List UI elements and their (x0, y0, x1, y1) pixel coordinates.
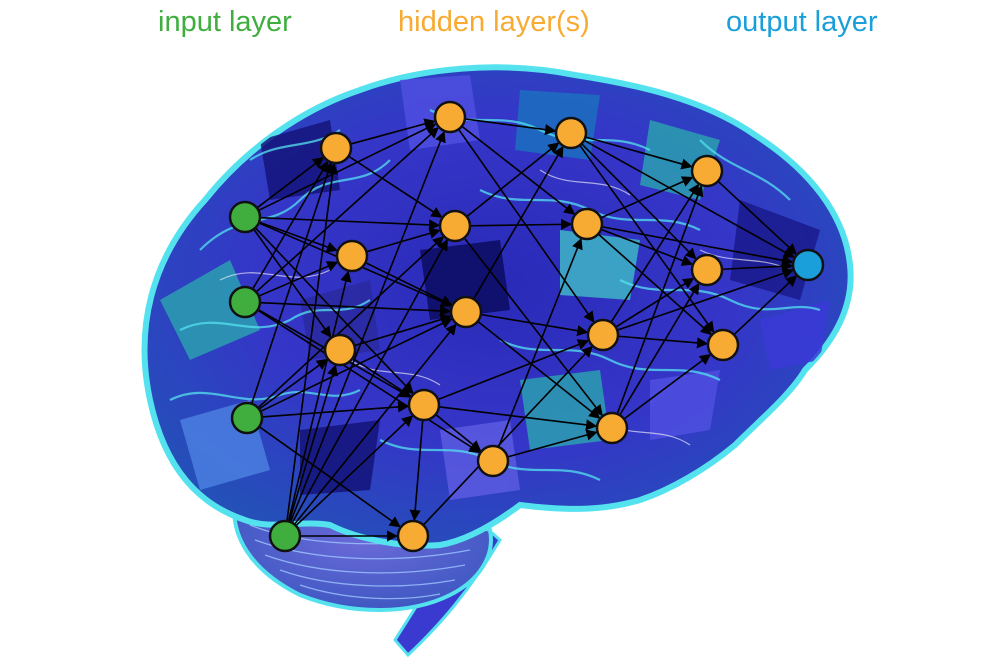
hidden-node-h10 (554, 116, 588, 150)
hidden-node-h16 (706, 328, 740, 362)
edge-i2-h5 (259, 301, 452, 317)
edge-h16-o1 (733, 275, 798, 336)
input-layer-label: input layer (158, 6, 292, 38)
edge-i4-h7 (295, 415, 414, 527)
edge-i1-h4 (259, 216, 441, 231)
edge-h1-h4 (348, 155, 443, 218)
hidden-node-h8 (396, 519, 430, 553)
edge-h4-h10 (466, 142, 560, 218)
hidden-node-h4 (438, 209, 472, 243)
output-node-o1 (791, 248, 825, 282)
edge-h7-h13 (438, 406, 598, 431)
hidden-node-h5 (449, 295, 483, 329)
edge-h13-h15 (619, 282, 700, 416)
edge-i3-h1 (250, 162, 334, 405)
edge-h3-h4 (366, 227, 441, 253)
edge-h13-h16 (623, 353, 712, 420)
edge-h6-h5 (354, 314, 452, 347)
edge-h12-h16 (617, 335, 709, 349)
edge-h4-h11 (469, 218, 573, 230)
hidden-node-h14 (690, 154, 724, 188)
edge-h11-h16 (597, 233, 712, 336)
edge-h11-h14 (600, 176, 694, 219)
edge-i3-h4 (257, 236, 445, 409)
edge-h1-h2 (350, 118, 436, 145)
input-node-i1 (228, 200, 262, 234)
edge-i2-h3 (258, 261, 339, 297)
hidden-node-h11 (570, 207, 604, 241)
edge-h6-h7 (352, 357, 412, 397)
edge-i2-h2 (255, 126, 439, 293)
edge-i3-h6 (258, 358, 328, 410)
hidden-node-h6 (323, 333, 357, 367)
edge-i4-h2 (289, 130, 446, 523)
edge-h4-h13 (463, 237, 603, 417)
hidden-node-h15 (690, 253, 724, 287)
edge-h2-h11 (461, 125, 576, 215)
edge-h3-h5 (365, 261, 453, 306)
edge-h12-h14 (610, 183, 700, 323)
edge-i2-h9 (257, 309, 481, 454)
edge-i3-h5 (260, 318, 453, 413)
input-node-i4 (268, 519, 302, 553)
hidden-node-h9 (476, 444, 510, 478)
hidden-node-h1 (319, 131, 353, 165)
edge-h2-h10 (464, 118, 557, 136)
edge-h7-h9 (435, 413, 482, 452)
edge-h15-o1 (721, 260, 794, 272)
edge-h10-o1 (583, 139, 796, 258)
edge-h9-h13 (507, 429, 598, 458)
edge-h10-h16 (579, 144, 715, 333)
edge-i1-h3 (258, 221, 339, 253)
hidden-node-h13 (595, 411, 629, 445)
edge-h9-h11 (497, 237, 583, 448)
edge-i1-h7 (254, 227, 414, 395)
network-nodes (228, 100, 825, 553)
edge-h12-h15 (615, 277, 695, 328)
edge-h7-h12 (437, 339, 590, 401)
edge-h14-o1 (717, 180, 798, 255)
edge-h11-o1 (601, 225, 794, 266)
hidden-node-h3 (335, 239, 369, 273)
edge-h8-h12 (422, 345, 593, 526)
edge-h10-h14 (585, 136, 693, 170)
edge-i1-h2 (258, 123, 437, 212)
edge-h5-h12 (480, 313, 589, 337)
hidden-node-h2 (433, 100, 467, 134)
edge-i3-h8 (258, 426, 401, 528)
edge-h11-h15 (600, 228, 694, 266)
input-node-i2 (228, 285, 262, 319)
edge-i4-h5 (293, 323, 457, 525)
hidden-node-h7 (407, 388, 441, 422)
hidden-layer-label: hidden layer(s) (398, 6, 590, 38)
edge-i4-h4 (291, 239, 449, 524)
edge-h5-h10 (472, 145, 564, 300)
edge-i4-h3 (287, 270, 352, 522)
edge-i2-h1 (251, 160, 329, 290)
edge-h12-o1 (616, 268, 794, 331)
edge-i3-h7 (261, 401, 410, 418)
output-layer-label: output layer (726, 6, 878, 38)
edge-i1-h1 (256, 156, 325, 209)
edge-i4-h1 (286, 162, 339, 522)
edge-h7-h8 (409, 419, 424, 522)
input-node-i3 (230, 401, 264, 435)
hidden-node-h12 (586, 318, 620, 352)
edge-h5-h13 (477, 320, 601, 419)
network-edges (250, 118, 798, 542)
edge-h13-h14 (616, 184, 704, 415)
edge-i4-h6 (288, 364, 338, 522)
